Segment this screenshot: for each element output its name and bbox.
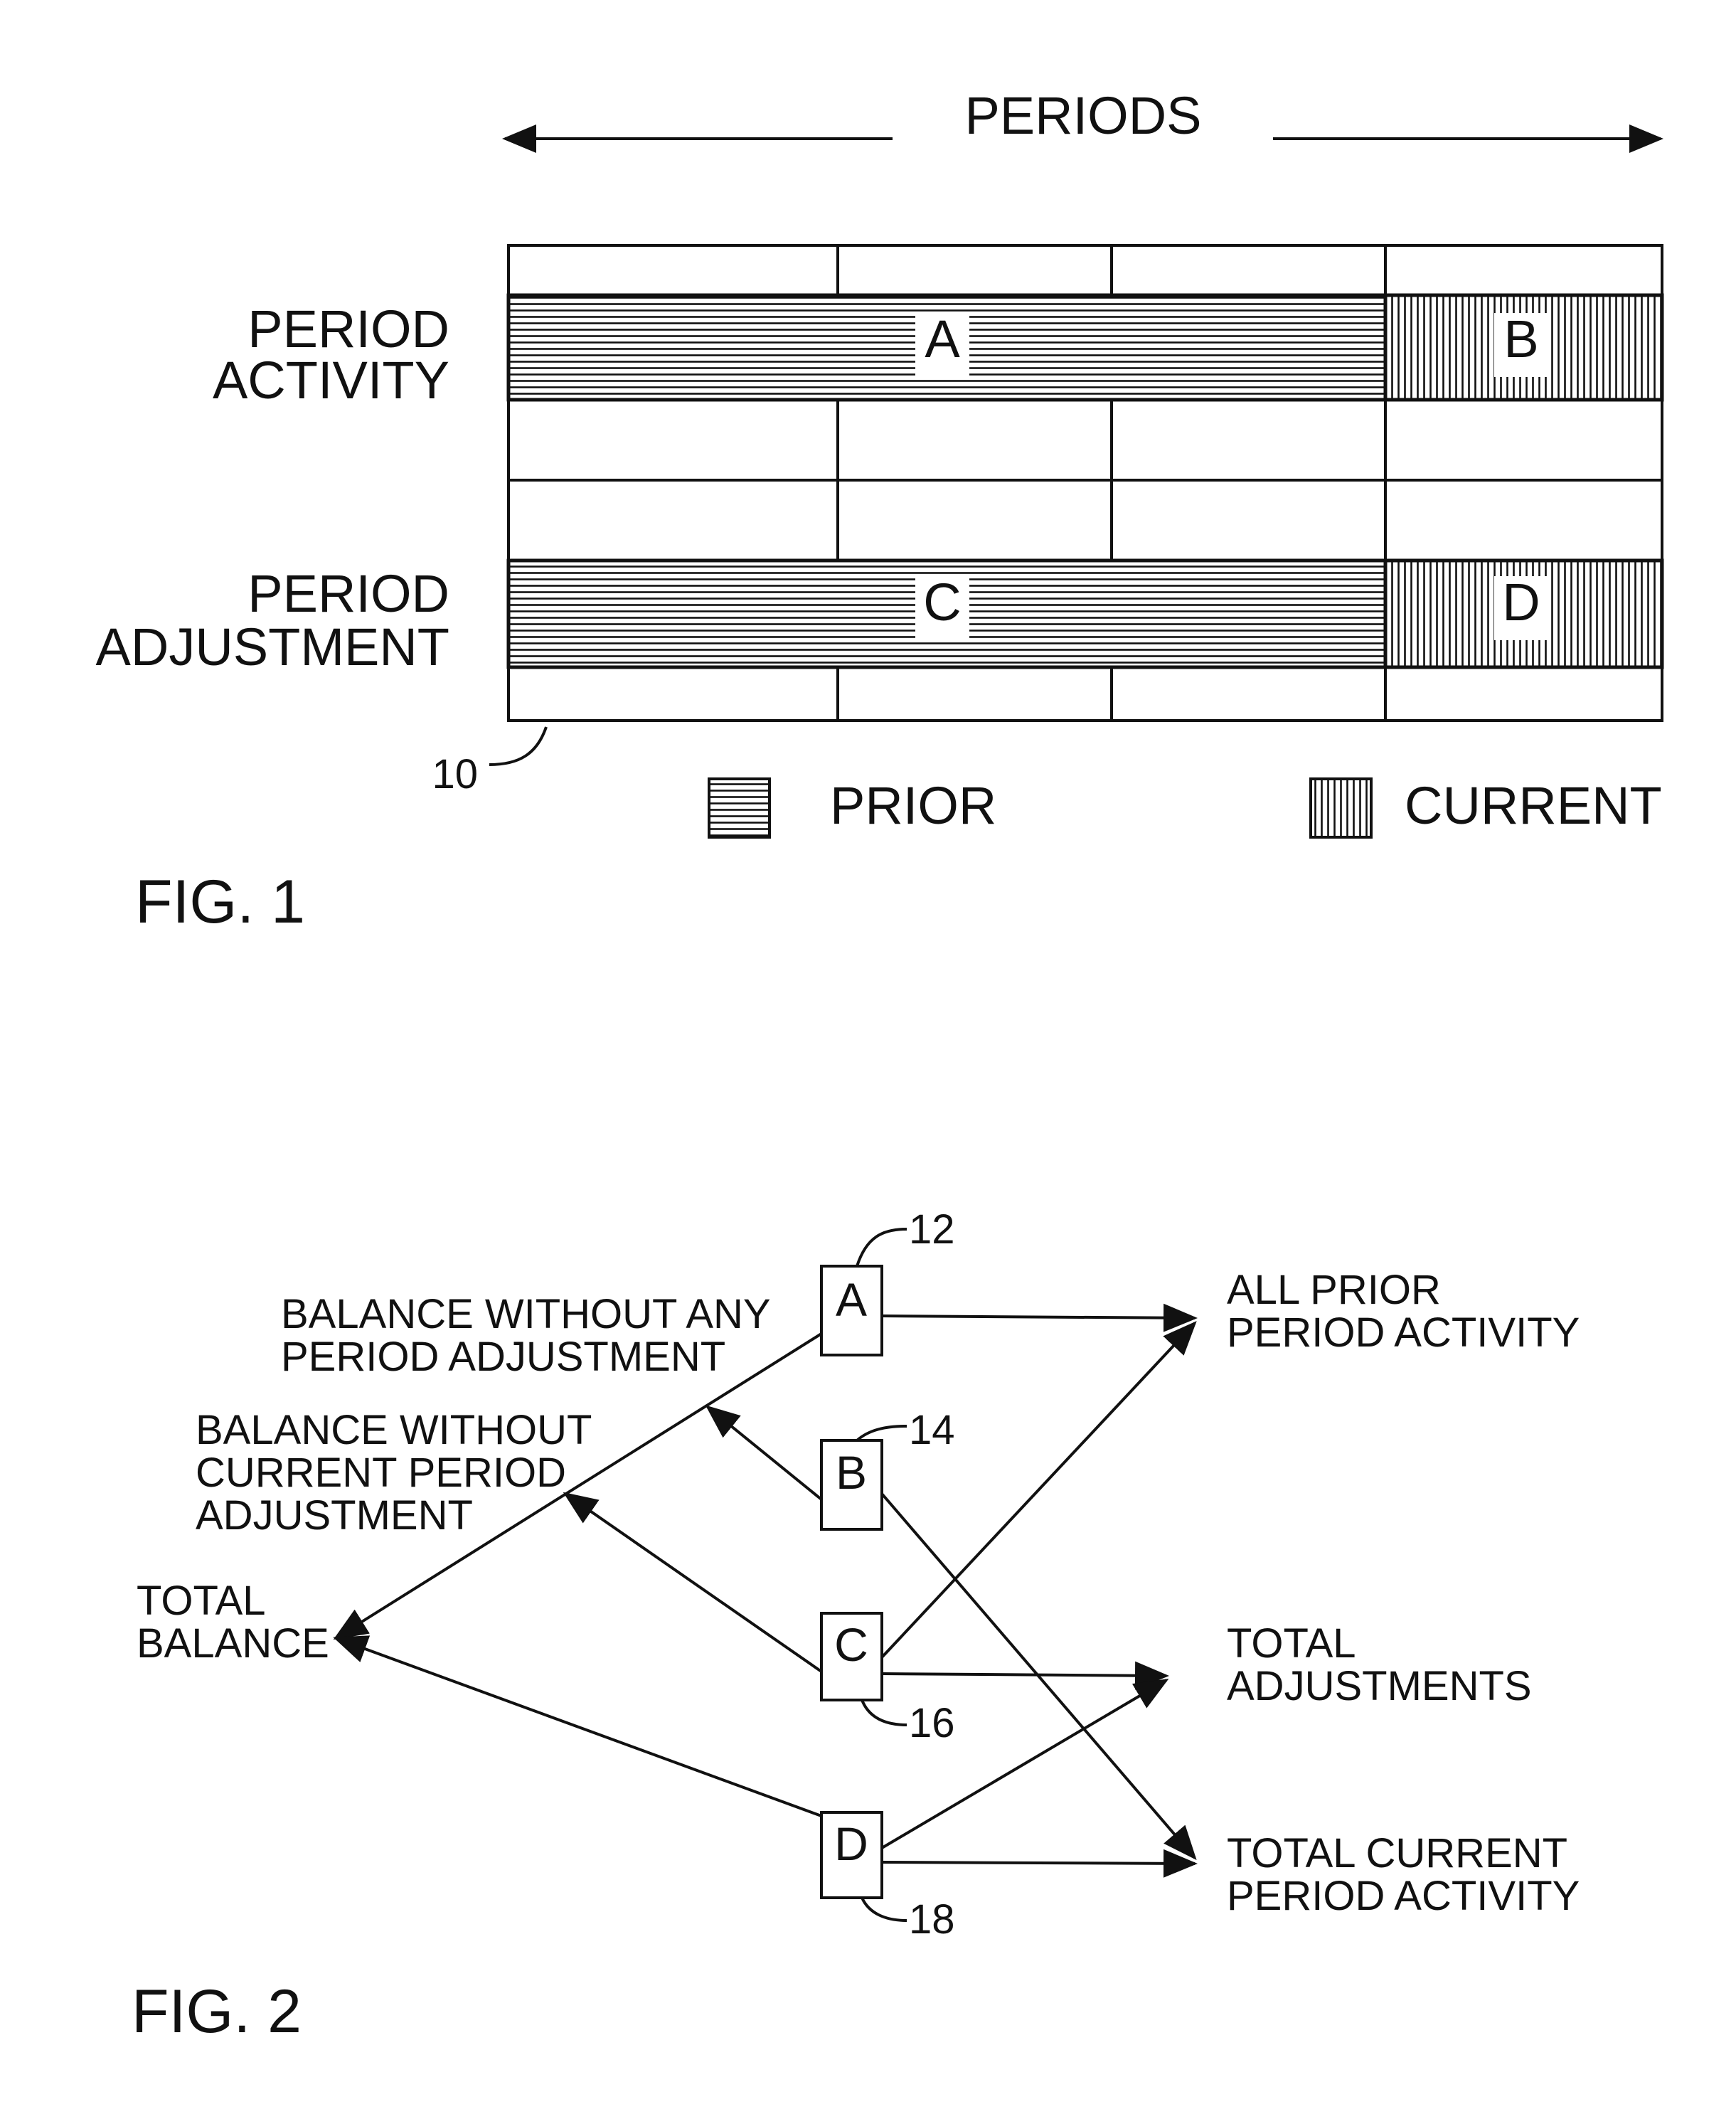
node-b-ref-leader [857,1426,907,1440]
label-balance-without-current-adjustment-line2: CURRENT PERIOD [196,1450,566,1496]
row-label-adjustment-line2: ADJUSTMENT [96,617,449,676]
legend-prior-label: PRIOR [830,776,996,835]
node-a-ref: 12 [909,1206,955,1253]
label-total-balance-line1: TOTAL [137,1578,266,1624]
edge-d-to-total-current-activity [882,1862,1195,1864]
edge-c-to-all-prior-activity [882,1323,1195,1657]
node-c-ref: 16 [909,1700,955,1746]
cell-c-letter: C [923,573,961,632]
cell-d-letter: D [1502,573,1540,632]
periods-arrow: PERIODS [505,86,1661,145]
node-a: A 12 [821,1206,955,1355]
edge-a-to-all-prior-activity [882,1316,1195,1318]
label-all-prior-activity-line2: PERIOD ACTIVITY [1227,1310,1580,1356]
edge-c-to-balance-without-current-adjustment [565,1494,821,1672]
edge-d-to-total-balance [336,1638,821,1816]
label-total-current-activity-line1: TOTAL CURRENT [1227,1830,1567,1876]
node-c-letter: C [834,1618,868,1671]
fig2-caption: FIG. 2 [132,1977,302,2046]
node-a-letter: A [836,1273,867,1326]
label-total-adjustments-line2: ADJUSTMENTS [1227,1663,1532,1709]
label-balance-without-any-adjustment-line1: BALANCE WITHOUT ANY [281,1291,771,1337]
ref-10-leader [489,727,546,765]
row-label-activity-line2: ACTIVITY [213,351,449,410]
fig1: PERIODS PERIOD ACTIVITY PERIOD ADJUSTMEN… [96,86,1662,936]
cell-a-letter: A [925,309,960,368]
label-balance-without-current-adjustment-line1: BALANCE WITHOUT [196,1407,592,1453]
node-d: D 18 [821,1812,955,1943]
edge-b-to-balance-without-any-adjustment [708,1407,821,1499]
edge-c-to-total-adjustments [882,1674,1166,1676]
label-all-prior-activity-line1: ALL PRIOR [1227,1267,1441,1313]
fig2: A 12 B 14 C 16 D 18 [132,1206,1580,2046]
node-d-letter: D [834,1817,868,1870]
node-b-ref: 14 [909,1407,955,1453]
label-total-balance-line2: BALANCE [137,1620,329,1667]
node-b: B 14 [821,1407,955,1529]
legend-prior-swatch [709,779,770,837]
node-a-ref-leader [857,1229,907,1266]
periods-label: PERIODS [964,86,1201,145]
legend-current-swatch [1311,779,1371,837]
node-d-ref: 18 [909,1896,955,1943]
legend-current-label: CURRENT [1405,776,1662,835]
row-label-adjustment-line1: PERIOD [247,564,449,623]
label-balance-without-current-adjustment-line3: ADJUSTMENT [196,1492,473,1539]
node-b-letter: B [836,1446,867,1499]
ref-10-label: 10 [432,751,478,797]
fig2-connectors [336,1316,1195,1864]
label-total-current-activity-line2: PERIOD ACTIVITY [1227,1873,1580,1919]
node-c: C 16 [821,1613,955,1746]
cell-b-letter: B [1503,309,1538,368]
label-total-adjustments-line1: TOTAL [1227,1620,1356,1667]
label-balance-without-any-adjustment-line2: PERIOD ADJUSTMENT [281,1334,725,1380]
row-label-activity-line1: PERIOD [247,299,449,358]
node-d-ref-leader [862,1898,907,1921]
node-c-ref-leader [862,1700,907,1725]
fig1-caption: FIG. 1 [135,868,305,936]
